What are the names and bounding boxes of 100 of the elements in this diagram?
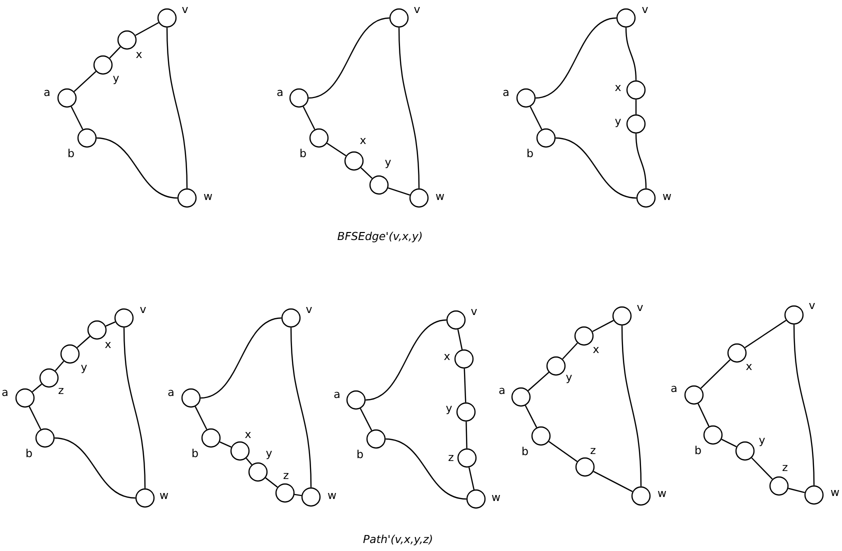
vertex-label: z xyxy=(590,448,596,454)
edge-line xyxy=(70,106,84,130)
edge-line xyxy=(556,137,636,199)
edge-line xyxy=(468,467,475,490)
edge-line xyxy=(592,320,614,332)
vertex-label: x xyxy=(105,342,111,348)
vertex-label: a xyxy=(2,390,8,396)
vertex-label: y xyxy=(446,406,452,414)
vertex-label: a xyxy=(168,390,174,396)
vertex-label: z xyxy=(58,388,64,394)
vertex-label: x xyxy=(245,432,251,438)
edge-line xyxy=(625,28,637,80)
vertex-label: z xyxy=(782,465,788,471)
edge-line xyxy=(524,405,538,428)
edge-line xyxy=(326,142,346,156)
edge-line xyxy=(635,100,637,114)
vertex-label: v xyxy=(140,307,146,313)
vertex-label: y xyxy=(566,374,572,384)
vertex-label: b xyxy=(528,148,533,158)
edge-line xyxy=(54,360,64,372)
vertex-label: w xyxy=(204,194,212,200)
edge-line xyxy=(366,319,446,401)
vertex-label: y xyxy=(759,438,765,446)
vertex-label: b xyxy=(68,148,74,158)
edge-line xyxy=(360,167,372,179)
vertex-label: y xyxy=(385,160,391,168)
edge-line xyxy=(220,441,232,448)
edge-line xyxy=(593,470,633,492)
vertex-label: y xyxy=(113,76,119,84)
edge-line xyxy=(200,317,282,399)
edge-line xyxy=(302,106,316,130)
edge-line xyxy=(246,458,252,466)
vertex-label: z xyxy=(284,473,288,479)
edge-line xyxy=(294,494,302,496)
vertex-label: y xyxy=(266,450,272,460)
vertex-label: v xyxy=(306,307,312,313)
vertex-label: a xyxy=(334,392,340,398)
vertex-label: v xyxy=(809,303,815,309)
edge-line xyxy=(123,328,146,488)
vertex-label: b xyxy=(26,448,32,458)
vertex-label: x xyxy=(593,347,599,353)
edge-line xyxy=(548,441,578,462)
vertex-label: z xyxy=(448,455,454,461)
vertex-label: w xyxy=(662,194,672,200)
edge-line xyxy=(528,372,550,392)
edge-line xyxy=(530,106,542,130)
vertex-label: w xyxy=(492,495,500,501)
edge-line xyxy=(166,28,188,188)
vertex-label: x xyxy=(444,354,450,360)
vertex-label: a xyxy=(277,90,282,96)
edge-line xyxy=(457,329,463,350)
edge-line xyxy=(744,320,786,348)
edge-line xyxy=(721,438,737,448)
edge-line xyxy=(536,17,616,99)
edge-line xyxy=(621,326,642,486)
vertex-label: x xyxy=(136,52,142,58)
edge-line xyxy=(32,384,42,392)
edge-line xyxy=(464,368,466,402)
edge-line xyxy=(28,406,42,430)
edge-line xyxy=(96,137,178,199)
edge-line xyxy=(106,321,116,327)
vertex-label: w xyxy=(328,493,336,499)
edge-line xyxy=(290,328,312,488)
edge-line xyxy=(54,437,136,499)
vertex-label: y xyxy=(615,118,621,128)
edge-line xyxy=(360,408,372,431)
caption: BFSEdge'(v,x,y) xyxy=(338,232,422,242)
vertex-label: w xyxy=(436,194,444,200)
vertex-label: b xyxy=(522,446,528,456)
vertex-label: v xyxy=(471,309,477,315)
edge-line xyxy=(788,488,805,494)
vertex-label: b xyxy=(696,446,701,454)
vertex-label: v xyxy=(414,7,420,13)
edge-line xyxy=(265,477,278,488)
edge-line xyxy=(308,17,390,99)
edge-line xyxy=(562,342,578,360)
edge-line xyxy=(793,324,815,486)
vertex-label: a xyxy=(671,386,676,392)
edge-line xyxy=(388,187,410,196)
vertex-label: x xyxy=(746,364,752,370)
edge-line xyxy=(751,457,773,480)
edge-line xyxy=(466,422,468,448)
caption: Path'(v,x,y,z) xyxy=(363,534,432,546)
vertex-label: w xyxy=(830,490,840,496)
edge-line xyxy=(109,46,121,58)
vertex-label: a xyxy=(44,90,50,96)
edge-line xyxy=(700,359,731,389)
edge-line xyxy=(398,28,420,188)
vertex-label: x xyxy=(615,85,621,91)
vertex-label: b xyxy=(192,448,198,458)
edge-line xyxy=(76,336,90,348)
edge-line xyxy=(135,22,159,36)
edge-line xyxy=(386,438,466,500)
vertex-label: w xyxy=(658,491,666,497)
vertex-label: v xyxy=(182,7,188,13)
vertex-label: v xyxy=(637,305,643,311)
vertex-label: a xyxy=(503,90,508,96)
edge-line xyxy=(74,71,96,92)
edge-line xyxy=(194,406,208,430)
vertex-label: v xyxy=(642,7,648,13)
